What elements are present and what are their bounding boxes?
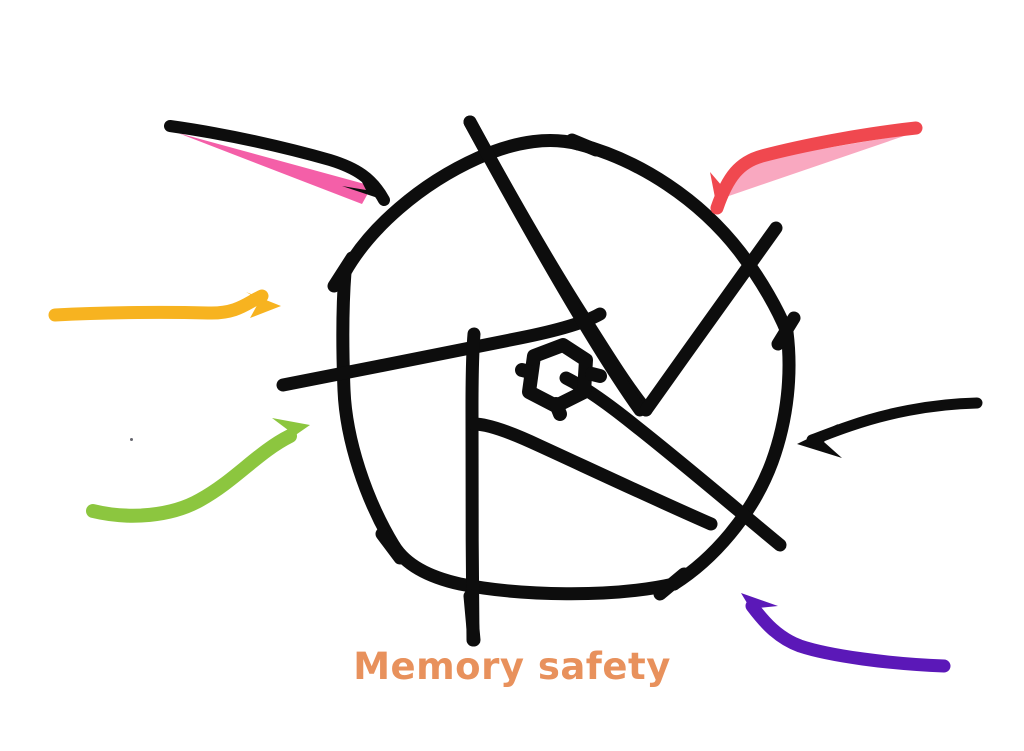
arrow-top-right-head <box>710 172 740 208</box>
arrow-top-left-head <box>342 170 384 200</box>
arrow-left-lower <box>86 418 310 523</box>
arrow-bottom-right <box>741 593 951 673</box>
arrow-left-upper-head <box>246 292 281 318</box>
ink-speck <box>130 438 133 441</box>
arrow-right <box>797 397 983 458</box>
arrow-top-right-fill <box>723 134 910 198</box>
tick-bottom-right <box>653 567 691 601</box>
aperture-outer-rim <box>336 134 796 601</box>
overshoot-line-top-left <box>463 115 647 417</box>
center-hexagon <box>522 338 593 413</box>
tick-lower-left <box>375 527 407 565</box>
caption-memory-safety: Memory safety <box>353 645 671 688</box>
arrow-top-left-fill <box>178 133 372 204</box>
arrow-top-right <box>710 121 923 215</box>
rim-arc-top-left <box>338 134 585 279</box>
arrow-top-left-shaft <box>164 120 390 206</box>
aperture-diagram <box>276 115 801 647</box>
aperture-tick-marks <box>327 133 801 647</box>
arrow-left-upper <box>48 289 281 322</box>
arrow-bottom-right-shaft <box>745 599 951 673</box>
center-nub-bottom <box>549 397 567 421</box>
arrow-bottom-right-head <box>741 593 778 628</box>
blade-edge-5 <box>467 417 718 531</box>
arrow-left-lower-head <box>272 418 310 450</box>
aperture-center-opening <box>515 338 607 421</box>
tick-bottom <box>463 589 481 647</box>
arrow-right-head <box>797 424 842 458</box>
overshoot-line-right <box>639 221 783 417</box>
tick-upper-left <box>327 251 359 293</box>
arrow-top-left <box>164 120 390 206</box>
rim-arc-right <box>667 325 796 591</box>
aperture-overshoot-lines <box>463 115 783 417</box>
blade-edge-4 <box>465 327 481 647</box>
blade-edge-3 <box>559 371 787 552</box>
arrow-left-lower-shaft <box>86 429 297 523</box>
arrow-right-shaft <box>806 397 983 446</box>
rim-arc-left <box>336 265 401 553</box>
center-nub-left <box>515 363 537 379</box>
tick-top <box>565 133 603 157</box>
rim-arc-top-right <box>571 137 794 339</box>
tick-right <box>771 311 801 351</box>
arrow-left-upper-shaft <box>48 289 269 322</box>
rim-arc-bottom <box>387 539 681 601</box>
center-nub-right <box>585 367 607 383</box>
arrow-top-right-shaft <box>710 121 923 215</box>
